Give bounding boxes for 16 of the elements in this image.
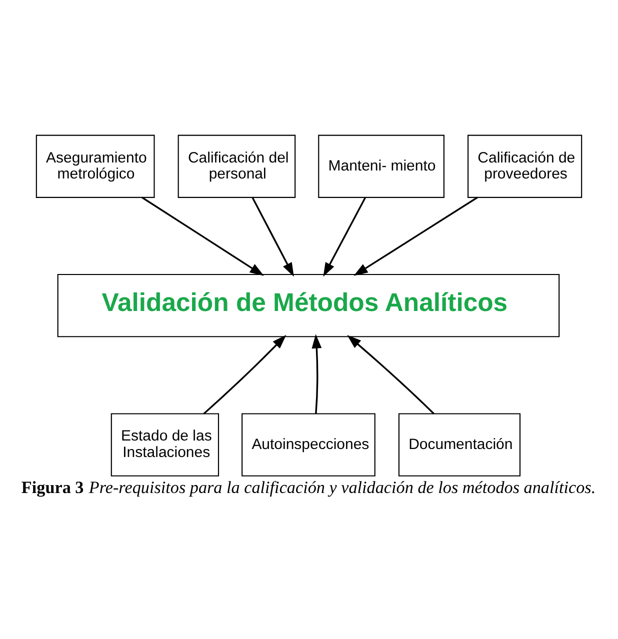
node-box: Calificación del personal (178, 134, 296, 198)
node-box: Validación de Métodos Analíticos (57, 274, 560, 338)
arrow (354, 196, 478, 276)
node-box: Autoinspecciones (242, 413, 376, 476)
caption: Figura 3 Pre-requisitos para la calificación y validación de los métodos analíticos. (21, 478, 596, 497)
arrow (252, 197, 294, 277)
arrow (312, 334, 322, 414)
node-box: Calificación de proveedores (468, 134, 582, 198)
node-box: Estado de las Instalaciones (110, 413, 220, 476)
node-box: Manteni- miento (318, 134, 444, 198)
arrow (323, 197, 366, 277)
arrow (347, 335, 434, 414)
arrow (142, 196, 264, 276)
node-box: Documentación (398, 413, 521, 476)
arrow (203, 334, 286, 414)
node-box: Aseguramiento metrológico (36, 134, 155, 198)
